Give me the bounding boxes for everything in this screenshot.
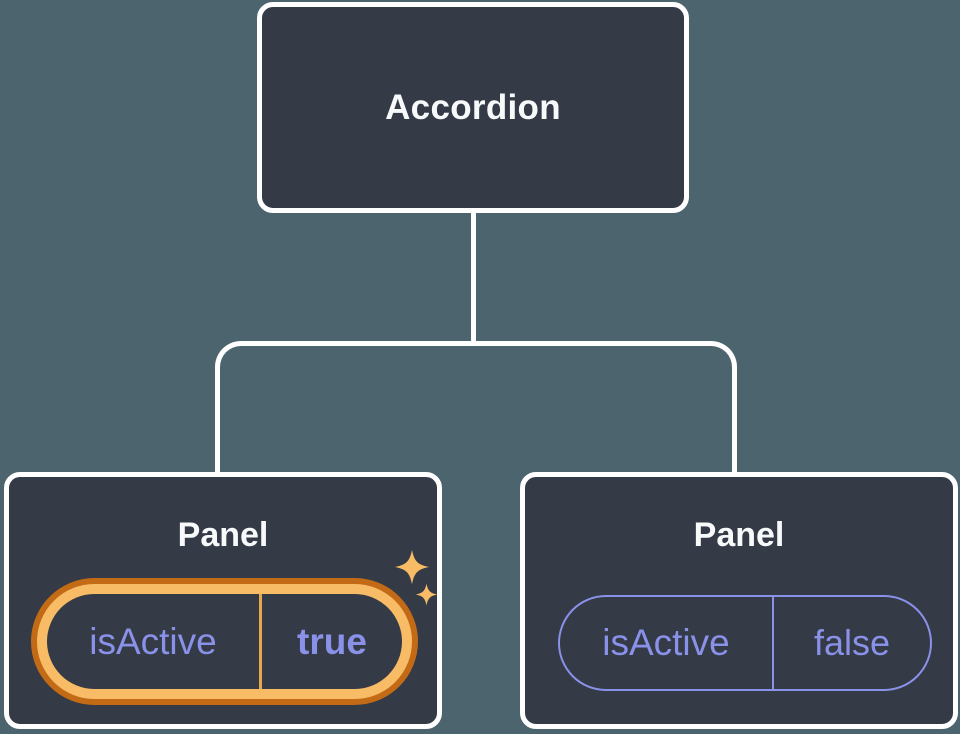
- connector-branch: [215, 341, 737, 472]
- state-key-cell: isActive: [560, 597, 772, 689]
- state-pill-divider: [772, 597, 774, 689]
- state-value-cell: false: [774, 597, 930, 689]
- sparkle-icon: [394, 549, 430, 585]
- state-key-cell: isActive: [47, 594, 259, 689]
- panel-label: Panel: [693, 516, 785, 554]
- state-key-label: isActive: [602, 622, 730, 663]
- state-key-label: isActive: [89, 620, 217, 662]
- tree-node-panel-inactive: Panel isActive false: [520, 472, 958, 729]
- accordion-label: Accordion: [385, 87, 561, 127]
- state-value-cell: true: [262, 594, 402, 689]
- sparkle-icon: [415, 583, 438, 606]
- tree-node-panel-active: Panel isActive true: [4, 472, 442, 729]
- state-pill-active-inner: isActive true: [47, 594, 402, 689]
- state-value-label: true: [297, 620, 367, 662]
- connector-stem: [471, 211, 476, 343]
- state-pill-divider: [259, 594, 262, 689]
- state-pill-active: isActive true: [31, 578, 418, 705]
- tree-node-accordion: Accordion: [257, 2, 689, 213]
- state-pill-inactive: isActive false: [558, 595, 932, 691]
- state-value-label: false: [813, 622, 891, 663]
- panel-label: Panel: [177, 516, 269, 554]
